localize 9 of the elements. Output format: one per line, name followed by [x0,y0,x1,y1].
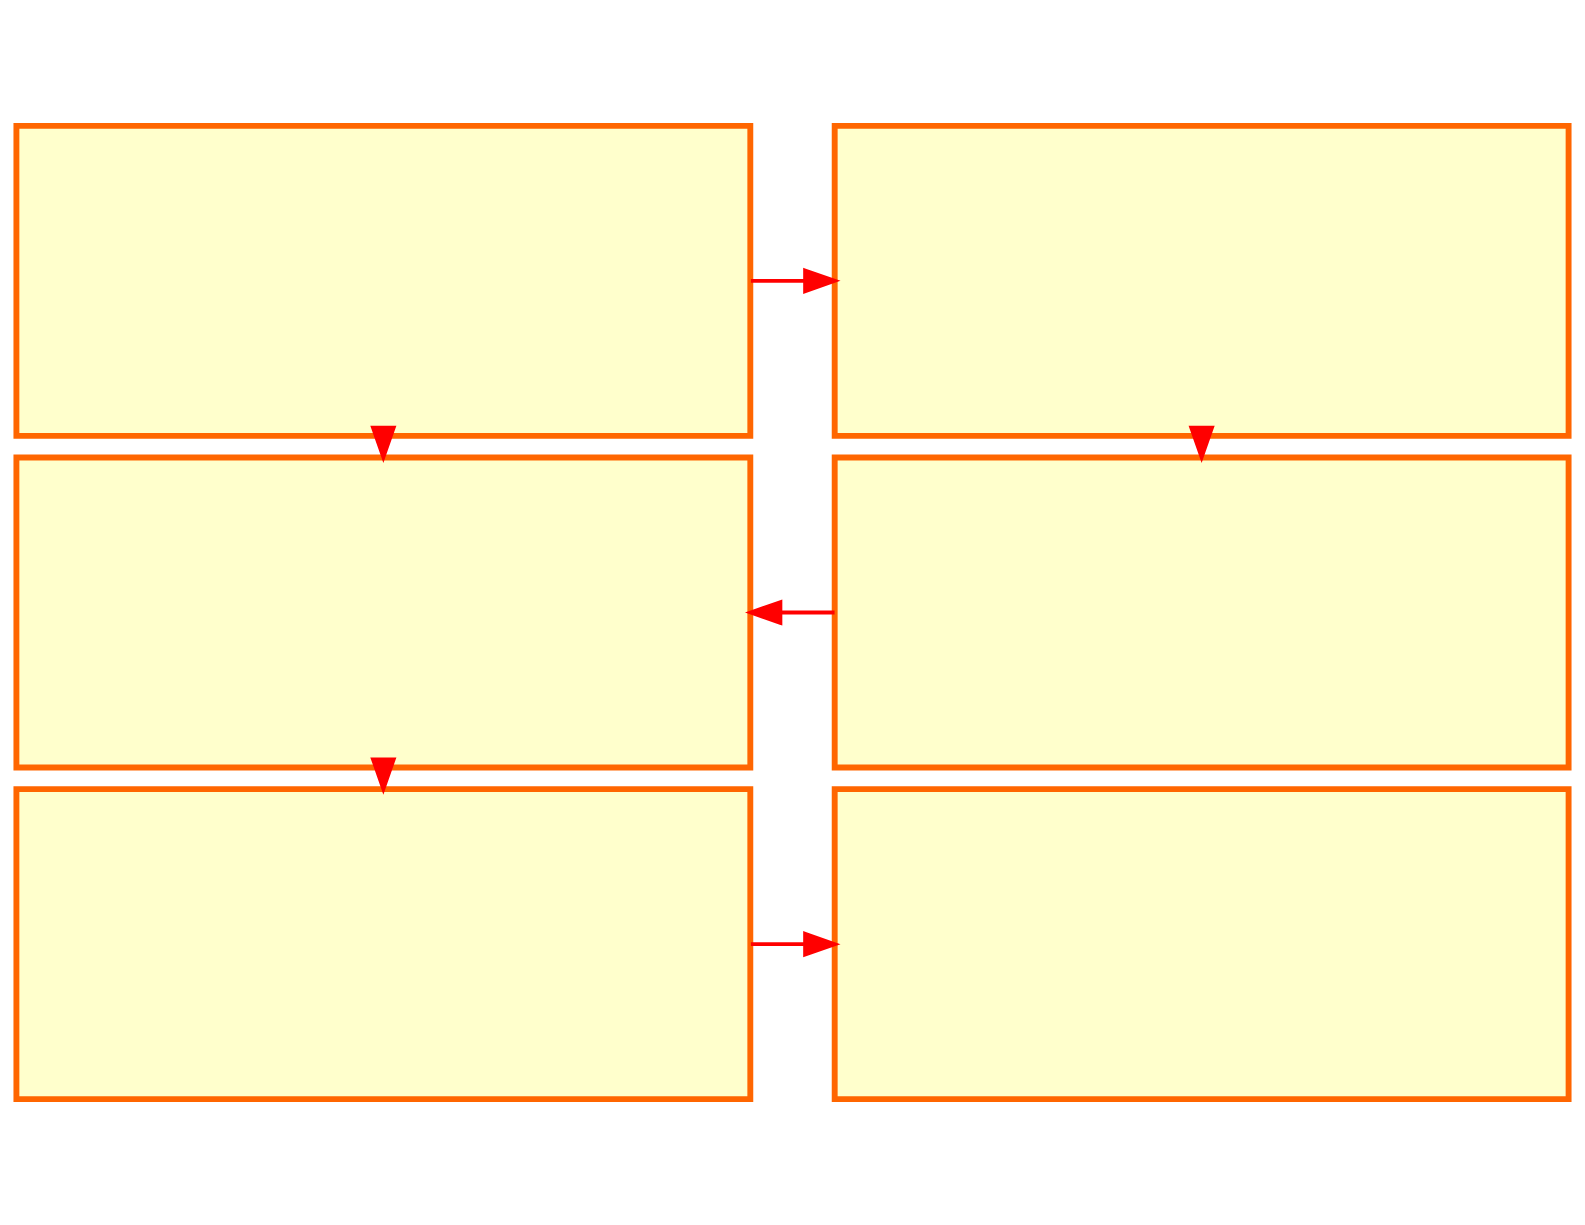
node-box [13,786,754,1103]
arrow [750,267,841,294]
arrow [750,931,841,958]
arrow [370,757,397,795]
arrow [1188,425,1215,464]
node-box [831,786,1572,1103]
arrow [370,425,397,464]
node-box [831,454,1572,771]
arrow [745,599,835,626]
